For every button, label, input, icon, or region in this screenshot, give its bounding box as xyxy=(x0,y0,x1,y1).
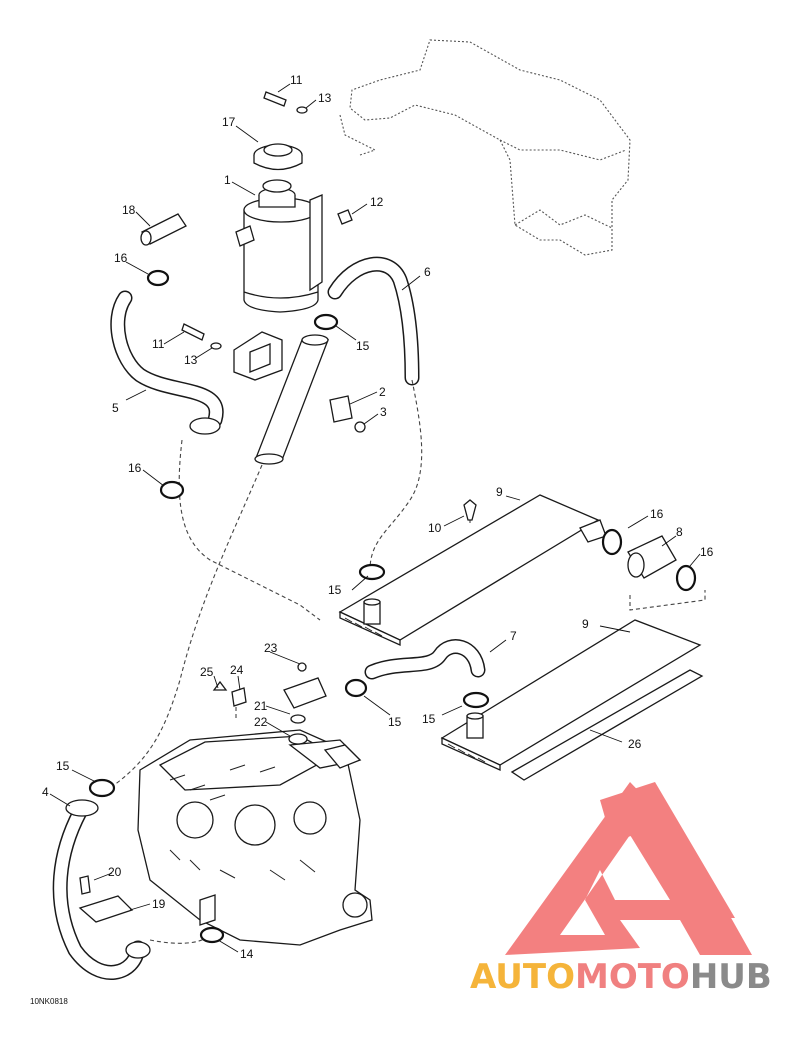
callout-9-lower: 9 xyxy=(582,617,589,631)
diagram-code: 10NK0818 xyxy=(30,997,68,1006)
callout-23: 23 xyxy=(264,641,278,655)
sensor-cap xyxy=(212,680,228,691)
coolant-tank xyxy=(235,179,323,313)
nut xyxy=(329,395,353,423)
watermark-moto: MOTO xyxy=(575,957,690,997)
hose-7 xyxy=(364,639,486,680)
radiator-upper xyxy=(338,494,607,647)
callout-25: 25 xyxy=(200,665,214,679)
bolt xyxy=(79,875,91,895)
callout-21: 21 xyxy=(254,699,268,713)
route-line xyxy=(629,590,706,611)
callout-16-b: 16 xyxy=(128,461,142,475)
overflow-tube xyxy=(140,213,187,246)
frame-outline xyxy=(339,39,631,256)
callout-15-e: 15 xyxy=(56,759,70,773)
hose-5 xyxy=(110,290,224,435)
temp-sensor xyxy=(231,687,247,707)
callout-14: 14 xyxy=(240,947,254,961)
callout-10: 10 xyxy=(428,521,442,535)
callout-15-c: 15 xyxy=(388,715,402,729)
watermark-hub: HUB xyxy=(690,957,772,997)
callout-11-mid: 11 xyxy=(152,337,165,351)
logo-mark xyxy=(600,782,735,918)
callout-18: 18 xyxy=(122,203,136,217)
logo-triangle-inner xyxy=(560,835,670,935)
callout-24: 24 xyxy=(230,663,244,677)
callout-3: 3 xyxy=(380,405,387,419)
callout-22: 22 xyxy=(254,715,268,729)
callout-1: 1 xyxy=(224,173,231,187)
bolt xyxy=(181,323,205,341)
o-ring xyxy=(290,714,306,724)
gasket xyxy=(288,733,308,745)
thermostat-housing xyxy=(283,677,327,709)
radiator-lower xyxy=(440,619,702,772)
callout-15-b: 15 xyxy=(328,583,342,597)
callout-13-mid: 13 xyxy=(184,353,198,367)
callout-6: 6 xyxy=(424,265,431,279)
radiator-cap xyxy=(253,143,303,171)
engine xyxy=(137,729,373,946)
tank-bracket xyxy=(233,331,283,381)
callout-7: 7 xyxy=(510,629,517,643)
callout-5: 5 xyxy=(112,401,119,415)
nut xyxy=(337,209,353,225)
hose-clamps xyxy=(88,269,697,944)
route-line xyxy=(178,439,321,621)
callout-16-d: 16 xyxy=(700,545,714,559)
leader-lines xyxy=(49,83,701,953)
callout-11-top: 11 xyxy=(290,73,303,87)
callout-15-d: 15 xyxy=(422,712,436,726)
washer xyxy=(296,106,308,114)
hose-6 xyxy=(327,256,420,386)
callout-9-upper: 9 xyxy=(496,485,503,499)
washer xyxy=(210,342,222,350)
hose-bracket xyxy=(78,895,134,923)
route-line xyxy=(109,464,263,789)
outlet-elbow xyxy=(323,744,362,769)
callout-16-c: 16 xyxy=(650,507,664,521)
callout-17: 17 xyxy=(222,115,236,129)
callout-16-a: 16 xyxy=(114,251,128,265)
callout-26: 26 xyxy=(628,737,642,751)
bolt xyxy=(263,91,287,107)
screw xyxy=(354,421,366,433)
route-line xyxy=(369,379,423,571)
callout-20: 20 xyxy=(108,865,122,879)
sensor xyxy=(297,662,307,672)
fastener xyxy=(463,499,477,521)
callout-15-a: 15 xyxy=(356,339,370,353)
callout-4: 4 xyxy=(42,785,49,799)
hose-4 xyxy=(52,799,151,980)
callout-12: 12 xyxy=(370,195,384,209)
watermark-auto: AUTO xyxy=(470,957,575,997)
callout-8: 8 xyxy=(676,525,683,539)
callout-2: 2 xyxy=(379,385,386,399)
watermark-text: AUTOMOTOHUB xyxy=(470,957,772,997)
callout-labels: 1 2 3 4 5 6 7 8 9 9 10 11 11 12 13 13 14… xyxy=(42,73,714,961)
callout-13-top: 13 xyxy=(318,91,332,105)
watermark-logo xyxy=(505,782,752,955)
rail xyxy=(510,669,704,781)
callout-19: 19 xyxy=(152,897,166,911)
